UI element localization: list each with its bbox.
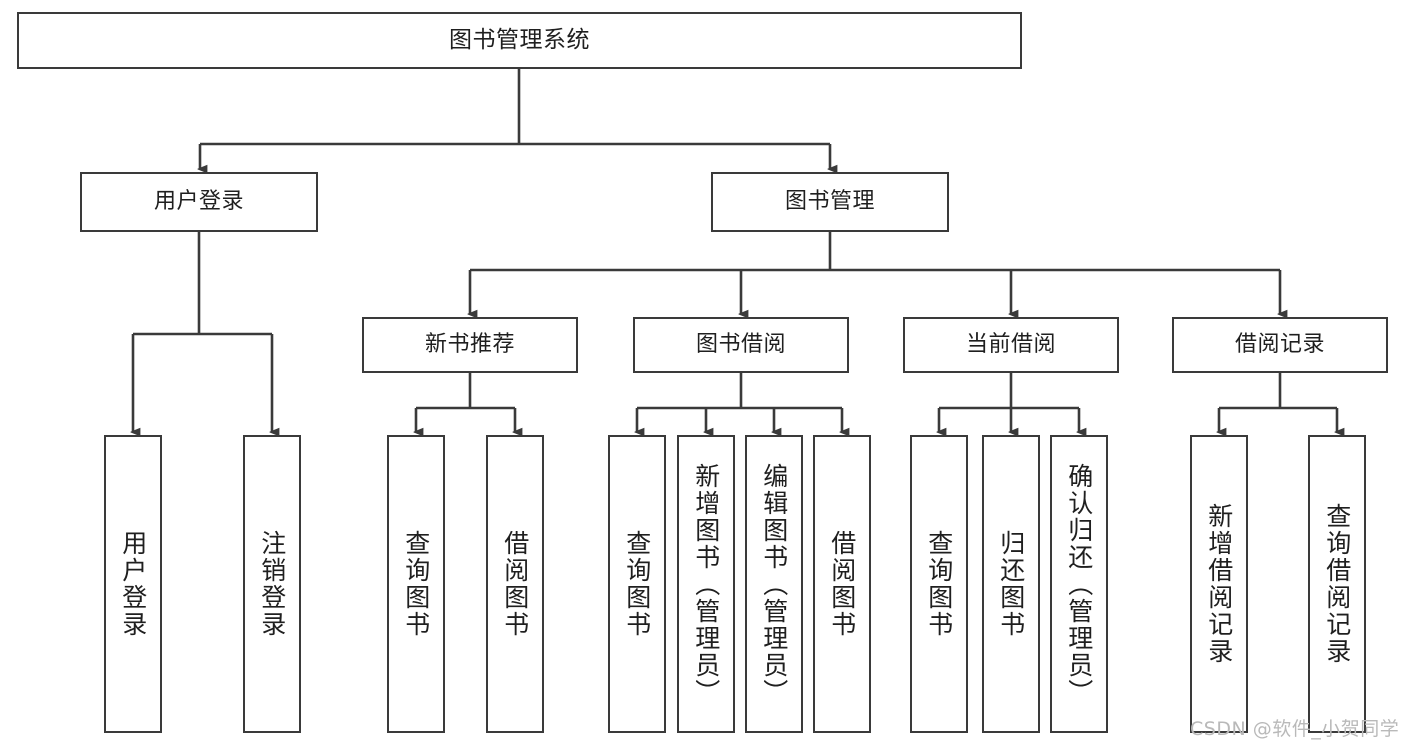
- node-leaf-logout[interactable]: 注销登录: [243, 435, 301, 733]
- node-borrow-record-label: 借阅记录: [1234, 332, 1325, 358]
- node-leaf-query-book-2-label: 查询图书: [622, 530, 652, 638]
- node-leaf-query-record-label: 查询借阅记录: [1322, 503, 1352, 665]
- node-borrow-record[interactable]: 借阅记录: [1172, 317, 1388, 373]
- node-leaf-add-record-label: 新增借阅记录: [1204, 503, 1234, 665]
- node-user-login-label: 用户登录: [153, 189, 244, 215]
- node-book-manage-label: 图书管理: [784, 189, 875, 215]
- node-leaf-return-book-label: 归还图书: [996, 530, 1026, 638]
- node-book-borrow-label: 图书借阅: [695, 332, 786, 358]
- node-leaf-borrow-book-2[interactable]: 借阅图书: [813, 435, 871, 733]
- node-leaf-user-login-label: 用户登录: [118, 530, 148, 638]
- node-leaf-query-record[interactable]: 查询借阅记录: [1308, 435, 1366, 733]
- node-leaf-return-book[interactable]: 归还图书: [982, 435, 1040, 733]
- node-new-book-recommend-label: 新书推荐: [424, 332, 515, 358]
- node-leaf-add-book[interactable]: 新增图书（管理员）: [677, 435, 735, 733]
- node-leaf-query-book-1[interactable]: 查询图书: [387, 435, 445, 733]
- node-leaf-confirm-return[interactable]: 确认归还（管理员）: [1050, 435, 1108, 733]
- node-root-label: 图书管理系统: [449, 26, 590, 53]
- node-leaf-query-book-3-label: 查询图书: [924, 530, 954, 638]
- node-leaf-edit-book-label: 编辑图书（管理员）: [759, 462, 789, 706]
- node-leaf-add-record[interactable]: 新增借阅记录: [1190, 435, 1248, 733]
- node-leaf-logout-label: 注销登录: [257, 530, 287, 638]
- node-leaf-query-book-2[interactable]: 查询图书: [608, 435, 666, 733]
- node-leaf-borrow-book-2-label: 借阅图书: [827, 530, 857, 638]
- node-leaf-query-book-3[interactable]: 查询图书: [910, 435, 968, 733]
- node-leaf-edit-book[interactable]: 编辑图书（管理员）: [745, 435, 803, 733]
- node-new-book-recommend[interactable]: 新书推荐: [362, 317, 578, 373]
- node-leaf-confirm-return-label: 确认归还（管理员）: [1064, 462, 1094, 706]
- node-user-login[interactable]: 用户登录: [80, 172, 318, 232]
- node-book-borrow[interactable]: 图书借阅: [633, 317, 849, 373]
- node-leaf-add-book-label: 新增图书（管理员）: [691, 462, 721, 706]
- node-current-borrow-label: 当前借阅: [965, 332, 1056, 358]
- node-book-manage[interactable]: 图书管理: [711, 172, 949, 232]
- node-leaf-query-book-1-label: 查询图书: [401, 530, 431, 638]
- node-root[interactable]: 图书管理系统: [17, 12, 1022, 69]
- node-current-borrow[interactable]: 当前借阅: [903, 317, 1119, 373]
- node-leaf-borrow-book-1[interactable]: 借阅图书: [486, 435, 544, 733]
- node-leaf-user-login[interactable]: 用户登录: [104, 435, 162, 733]
- node-leaf-borrow-book-1-label: 借阅图书: [500, 530, 530, 638]
- watermark: CSDN @软件_小贺同学: [1190, 718, 1400, 740]
